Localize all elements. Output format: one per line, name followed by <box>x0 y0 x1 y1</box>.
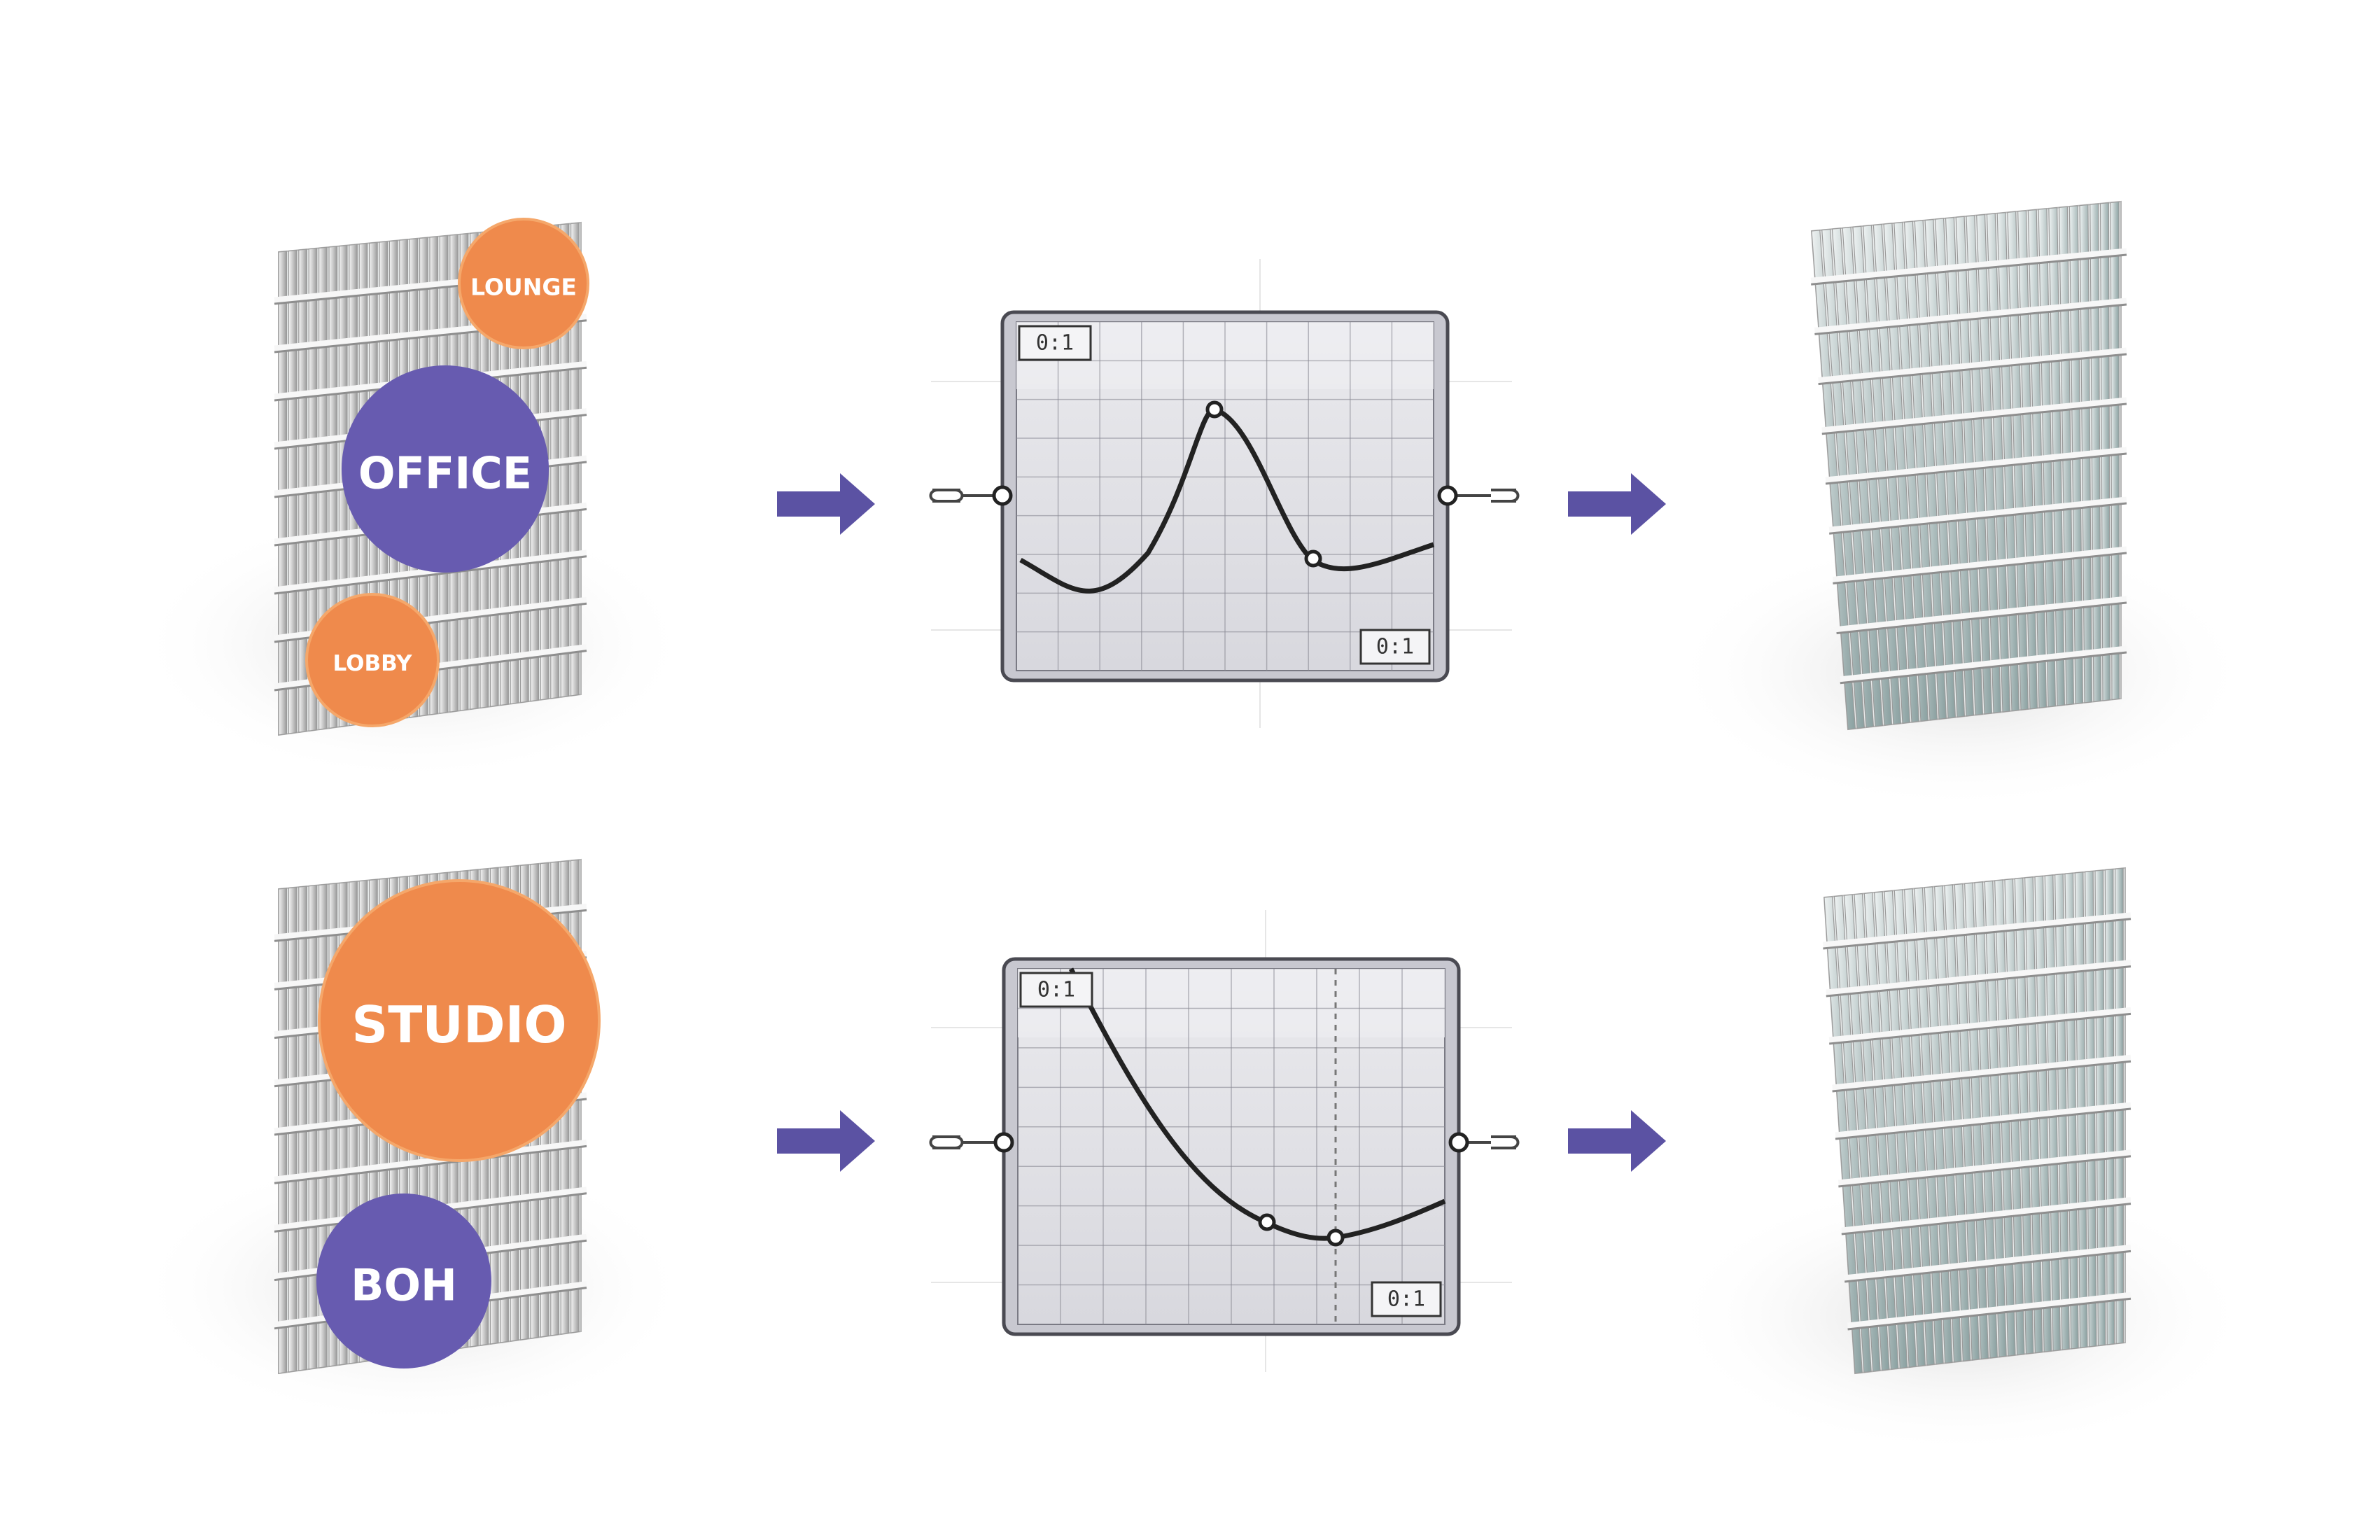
input-port[interactable] <box>992 485 1013 506</box>
zone-lounge-label: LOUNGE <box>470 274 577 301</box>
zone-office: OFFICE <box>342 365 549 573</box>
input-port[interactable] <box>993 1132 1014 1153</box>
zone-studio-label: STUDIO <box>351 995 566 1054</box>
range-label-top: 0:1 <box>1036 331 1074 356</box>
output-port[interactable] <box>1437 485 1458 506</box>
zone-office-label: OFFICE <box>358 448 532 499</box>
right-arrow-icon <box>777 473 875 535</box>
row1-panel-result <box>1666 200 2254 812</box>
zone-lounge: LOUNGE <box>458 218 589 349</box>
range-label-top: 0:1 <box>1037 978 1075 1002</box>
curve-control-point[interactable] <box>1258 1213 1276 1231</box>
range-label-bottom: 0:1 <box>1376 635 1414 659</box>
row2-panel-result <box>1666 867 2254 1456</box>
right-arrow-icon <box>1568 1110 1666 1172</box>
curve-control-point[interactable] <box>1304 550 1322 568</box>
output-port[interactable] <box>1448 1132 1469 1153</box>
graph-mapper-2[interactable]: 0:1 0:1 <box>929 910 1520 1372</box>
output-wire-icon <box>1466 1135 1520 1149</box>
right-arrow-icon <box>777 1110 875 1172</box>
graph-mapper-1[interactable]: 0:1 0:1 <box>929 259 1520 728</box>
zone-boh-label: BOH <box>351 1260 457 1311</box>
input-wire-icon <box>929 489 998 503</box>
curve-control-point[interactable] <box>1326 1228 1345 1247</box>
range-label-bottom: 0:1 <box>1387 1287 1425 1312</box>
curve-control-point[interactable] <box>1205 400 1224 419</box>
zone-boh: BOH <box>316 1194 491 1368</box>
output-wire-icon <box>1455 489 1520 503</box>
input-wire-icon <box>929 1135 998 1149</box>
zone-lobby-label: LOBBY <box>332 651 412 676</box>
zone-studio: STUDIO <box>318 879 601 1162</box>
right-arrow-icon <box>1568 473 1666 535</box>
zone-lobby: LOBBY <box>305 593 440 727</box>
